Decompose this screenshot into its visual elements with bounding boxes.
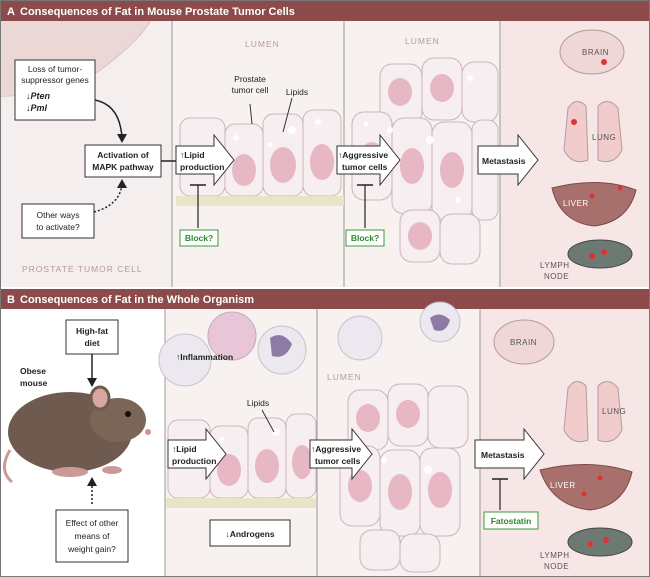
arrowhead [87, 477, 97, 486]
immune-cells [158, 301, 461, 387]
arrow-other-mapk [93, 183, 123, 213]
prostate-label-1: Prostate [234, 74, 266, 84]
gene-pten: ↓Pten [26, 91, 51, 101]
aggressive-b-line1: ↑Aggressive [311, 444, 361, 454]
other-line2: to activate? [36, 222, 80, 232]
metastasis-label-a: Metastasis [482, 156, 526, 166]
mapk-line1: Activation of [97, 150, 149, 160]
organs-b [493, 319, 633, 557]
block-badge-1 [179, 229, 219, 247]
obese-line1: Obese [20, 366, 46, 376]
lipid-arrow-line1: ↑Lipid [180, 150, 205, 160]
panel-a-title: Consequences of Fat in Mouse Prostate Tu… [20, 6, 295, 18]
effect-box [55, 509, 129, 563]
organ-lymph-b2: NODE [544, 562, 569, 571]
effect-line2: means of [75, 531, 111, 541]
mapk-box [84, 144, 162, 178]
effect-line1: Effect of other [66, 518, 119, 528]
aggressive-line1: ↑Aggressive [338, 150, 388, 160]
lumen-label-b: LUMEN [327, 372, 362, 382]
aggressive-cells-b [339, 383, 469, 573]
organ-lung-a: LUNG [592, 133, 616, 142]
pointer [249, 103, 253, 125]
aggressive-line2: tumor cells [342, 162, 388, 172]
lipid-arrow-b-line1: ↑Lipid [172, 444, 197, 454]
fatostatin-badge [483, 511, 539, 530]
pointer [261, 409, 275, 433]
organ-lung-b: LUNG [602, 407, 626, 416]
inflammation-label: ↑Inflammation [176, 352, 233, 362]
metastasis-arrow-a [477, 133, 539, 187]
lipids-label-b: Lipids [247, 398, 269, 408]
lipid-production-arrow-b [167, 427, 227, 481]
lipid-arrow-b-line2: production [172, 456, 216, 466]
lipid-production-arrow-a [175, 133, 235, 187]
lumen-label: LUMEN [405, 36, 440, 46]
arrow-loss-mapk [94, 99, 123, 139]
mapk-line2: MAPK pathway [92, 162, 154, 172]
fatostatin-label: Fatostatin [491, 516, 532, 526]
aggressive-arrow-a [336, 133, 401, 187]
metastasis-arrow-b [474, 427, 545, 481]
block-badge-2 [345, 229, 385, 247]
prostate-label-2: tumor cell [232, 85, 269, 95]
block-label-1: Block? [185, 233, 213, 243]
aggressive-arrow-b [309, 427, 373, 481]
organ-lymph-b1: LYMPH [540, 551, 569, 560]
panel-a-letter: A [7, 6, 15, 18]
obese-mouse-illustration [3, 385, 151, 484]
organ-liver-b: LIVER [550, 481, 576, 490]
cell-caption: PROSTATE TUMOR CELL [22, 264, 143, 274]
loss-line1: Loss of tumor- [28, 64, 82, 74]
lipid-arrow-line2: production [180, 162, 224, 172]
organ-liver-a: LIVER [563, 199, 589, 208]
panel-a-header [1, 1, 649, 21]
lipids-label: Lipids [286, 87, 308, 97]
androgens-label: ↓Androgens [225, 529, 274, 539]
other-ways-box [21, 203, 95, 239]
loss-genes-box [14, 59, 96, 121]
loss-line2: suppressor genes [21, 75, 89, 85]
androgens-box [209, 519, 291, 547]
arrowhead [117, 134, 127, 143]
effect-line3: weight gain? [67, 544, 116, 554]
pointer [282, 97, 293, 133]
lumen-label: LUMEN [245, 39, 280, 49]
arrowhead [87, 378, 97, 387]
gene-pml: ↓Pml [26, 103, 48, 113]
panel-b-title: Consequences of Fat in the Whole Organis… [20, 294, 254, 306]
metastasis-label-b: Metastasis [481, 450, 525, 460]
organ-brain-a: BRAIN [582, 48, 609, 57]
arrowhead [117, 179, 127, 188]
obese-line2: mouse [20, 378, 48, 388]
aggressive-b-line2: tumor cells [315, 456, 361, 466]
organs-a [551, 29, 637, 269]
organ-brain-b: BRAIN [510, 338, 537, 347]
block-label-2: Block? [351, 233, 379, 243]
organ-lymph-a2: NODE [544, 272, 569, 281]
high-fat-box [65, 319, 119, 355]
panel-b-letter: B [7, 294, 15, 306]
other-line1: Other ways [37, 210, 80, 220]
highfat-line1: High-fat [76, 326, 108, 336]
panel-b-header [1, 289, 649, 309]
organ-lymph-a1: LYMPH [540, 261, 569, 270]
highfat-line2: diet [84, 338, 99, 348]
